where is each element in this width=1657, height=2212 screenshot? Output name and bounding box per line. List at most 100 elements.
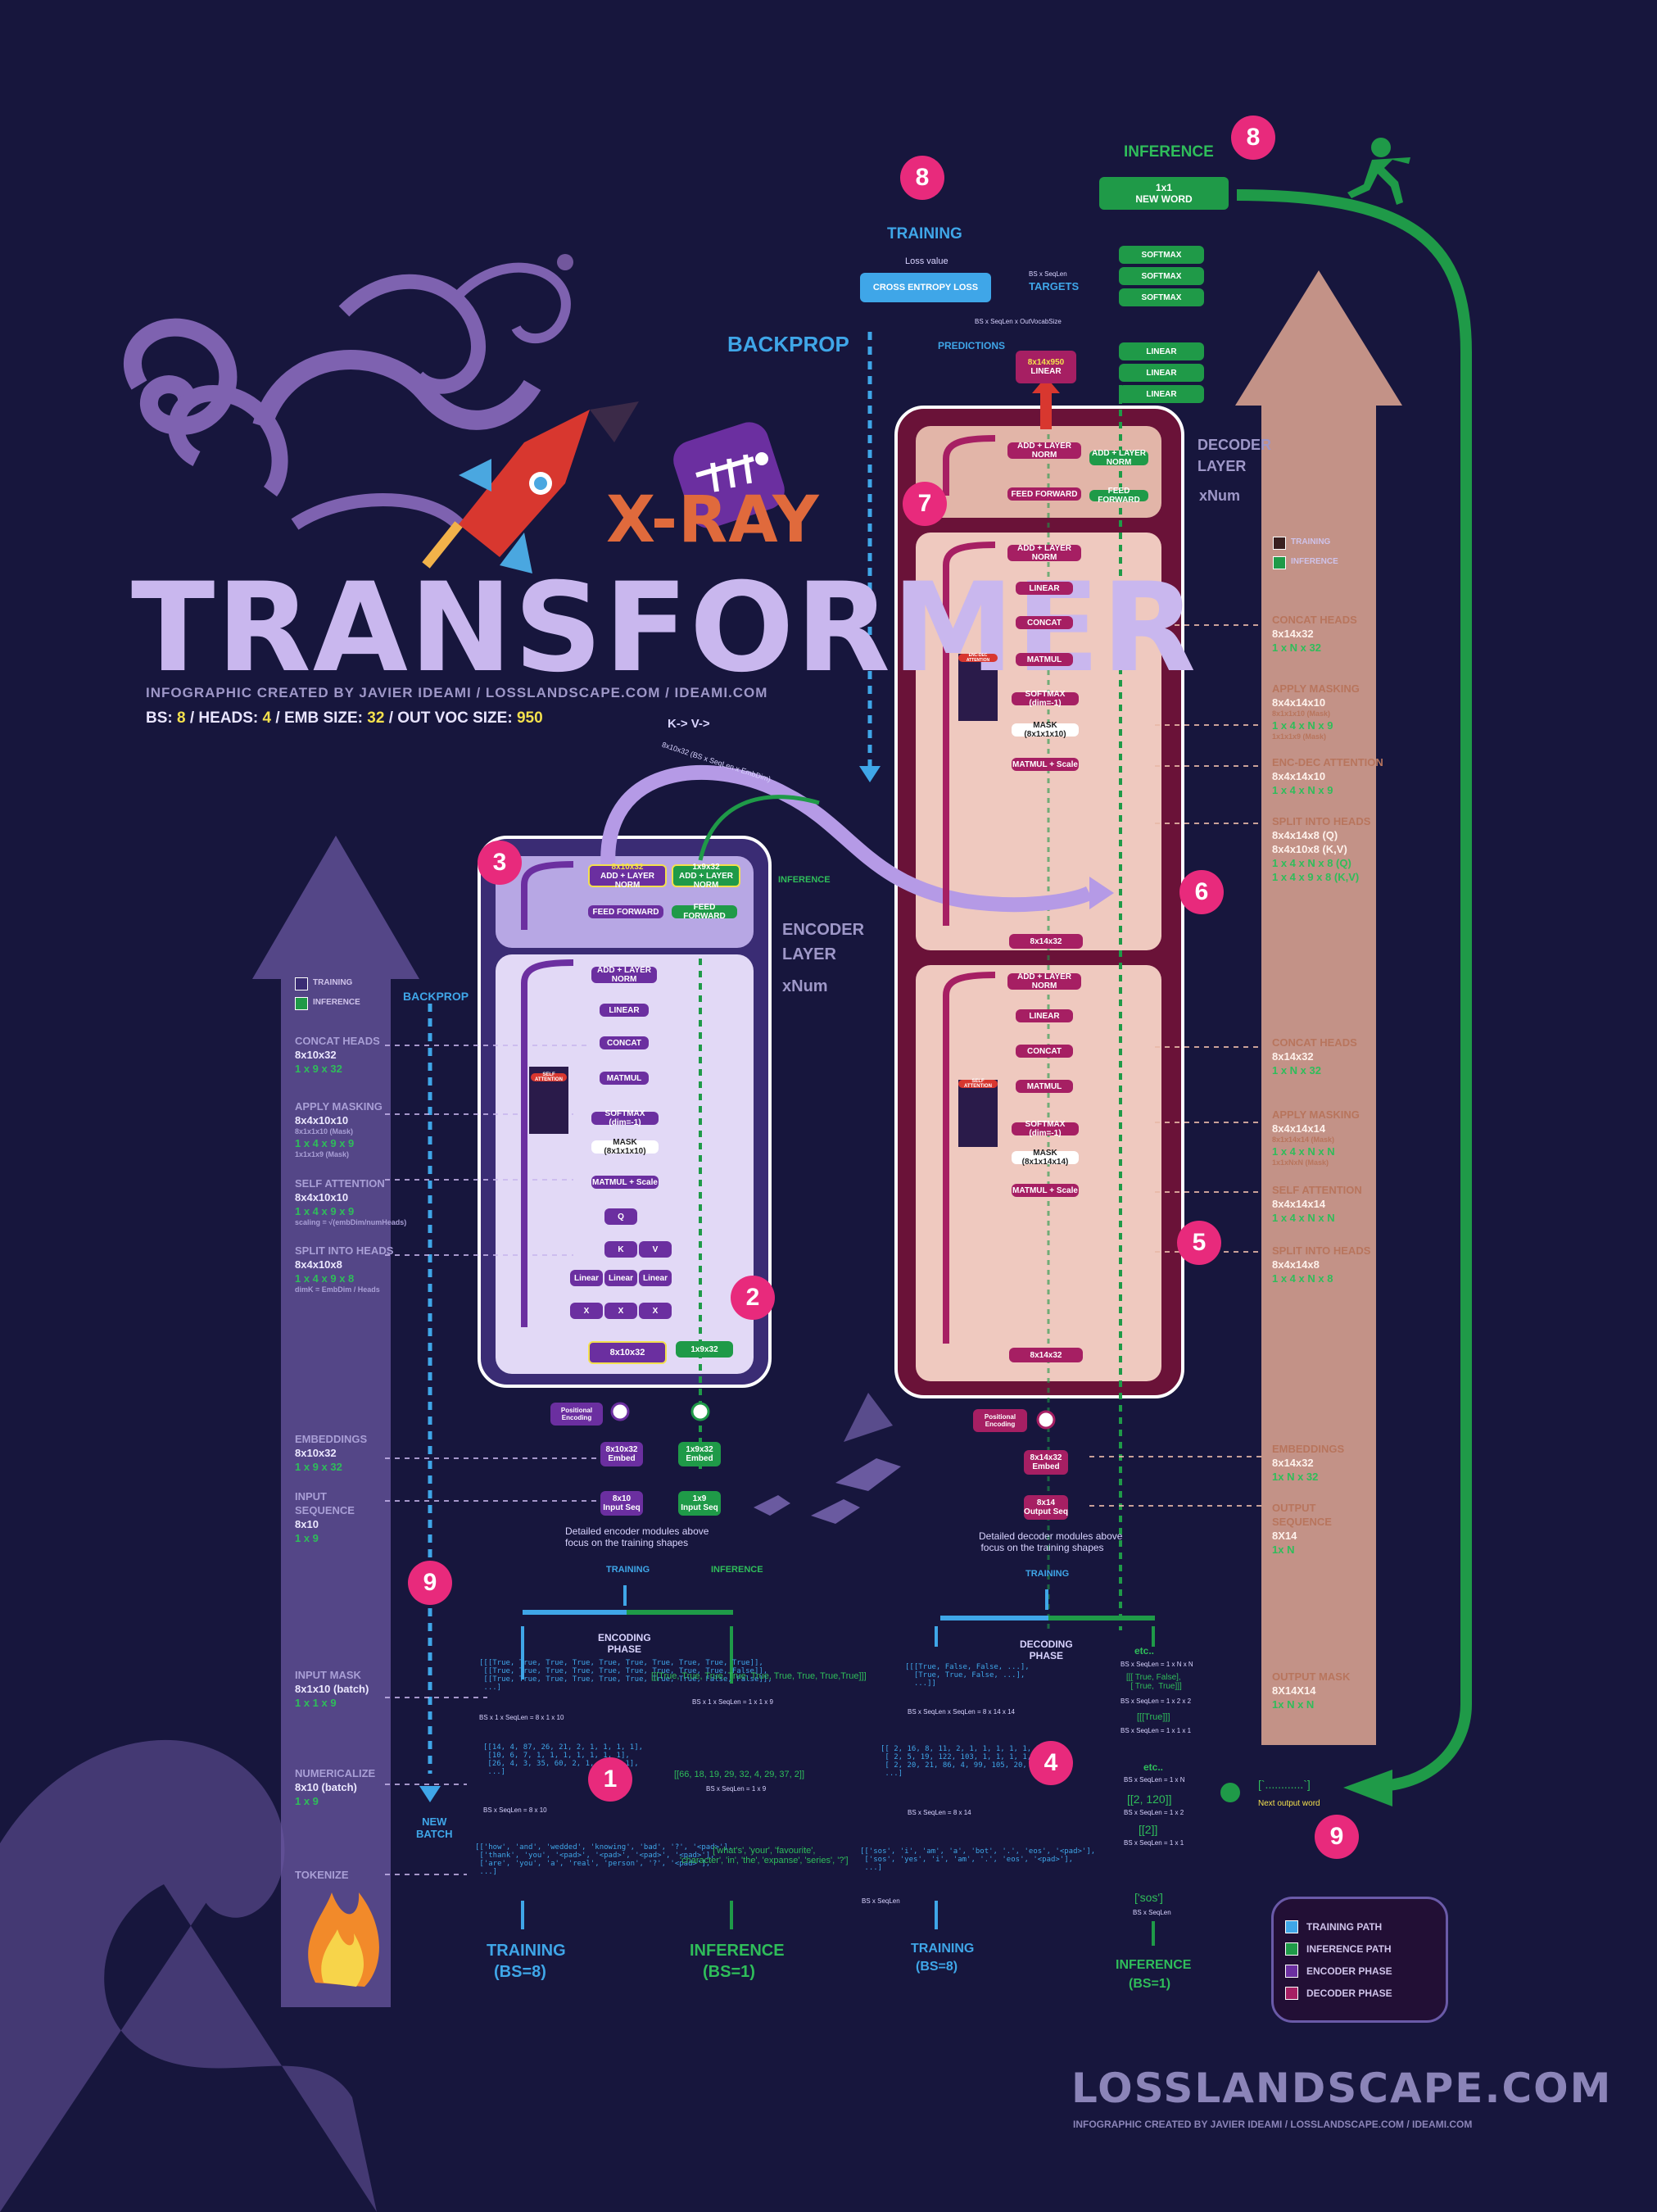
bs8-left: (BS=8) — [494, 1963, 546, 1981]
title-xray: X-RAY — [606, 483, 820, 557]
encoder-xnum: xNum — [782, 977, 828, 995]
dec3-add-norm: ADD + LAYER NORM — [1007, 442, 1081, 460]
cross-entropy-loss: CROSS ENTROPY LOSS — [860, 273, 991, 302]
enc-softmax: SOFTMAX (dim=-1) — [591, 1109, 659, 1127]
inf-linear-3: LINEAR — [1119, 385, 1204, 403]
training-left: TRAINING — [487, 1942, 566, 1960]
dec2-input: 8x14x32 — [1009, 934, 1083, 949]
bs-value: 8 — [177, 709, 186, 727]
inf-softmax-3: SOFTMAX — [1119, 288, 1204, 306]
enc-x-1: X — [570, 1303, 603, 1319]
decoder-xnum: xNum — [1199, 487, 1241, 504]
step-badge-3: 3 — [478, 841, 522, 885]
dec1-mask: MASK (8x1x14x14) — [1012, 1149, 1079, 1167]
dec1-matmul-scale: MATMUL + Scale — [1012, 1184, 1079, 1197]
emb-value: 32 — [367, 709, 385, 727]
dec1-linear: LINEAR — [1016, 1009, 1073, 1022]
dec-num-grid: [[ 2, 16, 8, 11, 2, 1, 1, 1, 1, 1, 1, 1]… — [881, 1745, 1062, 1778]
dec-inf-ids-2: [[2, 120]] — [1127, 1793, 1172, 1806]
encoder-note: Detailed encoder modules above focus on … — [565, 1525, 709, 1548]
enc-mask: MASK (8x1x1x10) — [591, 1138, 659, 1156]
inference-tokens: ['what's', 'your', 'favourite', 'charact… — [680, 1846, 849, 1865]
footer-site[interactable]: LOSSLANDSCAPE.COM — [1071, 2065, 1613, 2112]
swirl-ornament — [124, 254, 573, 530]
backprop-top: BACKPROP — [727, 332, 849, 356]
enc-linear: LINEAR — [600, 1004, 649, 1017]
dec2-mask: MASK (8x1x1x10) — [1012, 721, 1079, 739]
dec-positional-encoding: Positional Encoding — [973, 1409, 1027, 1432]
training-heading: TRAINING — [887, 225, 962, 243]
enc-matmul-scale: MATMUL + Scale — [591, 1176, 659, 1189]
bs1-left: (BS=1) — [703, 1963, 755, 1981]
dec2-linear: LINEAR — [1016, 582, 1073, 595]
legend: TRAINING PATH INFERENCE PATH ENCODER PHA… — [1271, 1897, 1448, 2023]
step-badge-2: 2 — [731, 1276, 775, 1320]
enc-matmul: MATMUL — [600, 1072, 649, 1085]
training-tag-enc: TRAINING — [606, 1565, 650, 1575]
enc-v: V — [639, 1241, 672, 1258]
dec1-input: 8x14x32 — [1009, 1348, 1083, 1362]
backprop-left: BACKPROP — [403, 990, 469, 1003]
decoding-phase: DECODING PHASE — [1020, 1639, 1073, 1661]
encoding-phase: ENCODING PHASE — [598, 1632, 651, 1655]
enc-positional-encoding: Positional Encoding — [550, 1403, 603, 1426]
voc-value: 950 — [516, 709, 543, 727]
inf-linear-2: LINEAR — [1119, 364, 1204, 382]
dec-inf-ids-1: [[2]] — [1139, 1823, 1158, 1836]
step-badge-9-left: 9 — [408, 1561, 452, 1605]
legend-swatch-inference — [1285, 1942, 1298, 1956]
dec-inf-sos: ['sos'] — [1134, 1891, 1163, 1904]
dec2-matmul: MATMUL — [1016, 653, 1073, 666]
legend-swatch-training — [1285, 1920, 1298, 1933]
enc-feed-forward: FEED FORWARD — [588, 905, 663, 918]
enc-linear-q: Linear — [570, 1270, 603, 1286]
dec1-softmax: SOFTMAX (dim=-1) — [1012, 1120, 1079, 1138]
inference-ids: [[66, 18, 19, 29, 32, 4, 29, 37, 2]] — [674, 1770, 805, 1779]
enc-x-3: X — [639, 1303, 672, 1319]
enc-linear-v: Linear — [639, 1270, 672, 1286]
inference-tag-enc: INFERENCE — [711, 1565, 763, 1575]
dec2-concat: CONCAT — [1016, 616, 1073, 629]
loss-value-label: Loss value — [905, 256, 948, 266]
inf-linear-1: LINEAR — [1119, 342, 1204, 360]
enc-feed-forward-inf: FEED FORWARD — [672, 903, 737, 921]
left-backprop-arrow — [252, 836, 419, 2007]
dec-mask-grid: [[[True, False, False, ...], [True, True… — [905, 1663, 1030, 1688]
training-right: TRAINING — [911, 1942, 975, 1956]
hyperparameters: BS: 8 / HEADS: 4 / EMB SIZE: 32 / OUT VO… — [146, 709, 543, 727]
inf-softmax-2: SOFTMAX — [1119, 267, 1204, 285]
xray-fish-icon — [673, 422, 785, 528]
dec3-add-norm-inf: ADD + LAYER NORM — [1089, 449, 1148, 467]
dec2-softmax: SOFTMAX (dim=-1) — [1012, 690, 1079, 708]
decoder-layer-label: DECODER LAYER — [1197, 437, 1272, 474]
legend-swatch-encoder — [1285, 1965, 1298, 1978]
enc-mask-grid: [[[True, True, True, True, True, True, T… — [479, 1659, 772, 1692]
inference-left: INFERENCE — [690, 1942, 785, 1960]
dec1-add-norm: ADD + LAYER NORM — [1007, 972, 1081, 990]
enc-input: 8x10x32 — [588, 1341, 667, 1364]
training-tag-dec: TRAINING — [1025, 1569, 1070, 1579]
